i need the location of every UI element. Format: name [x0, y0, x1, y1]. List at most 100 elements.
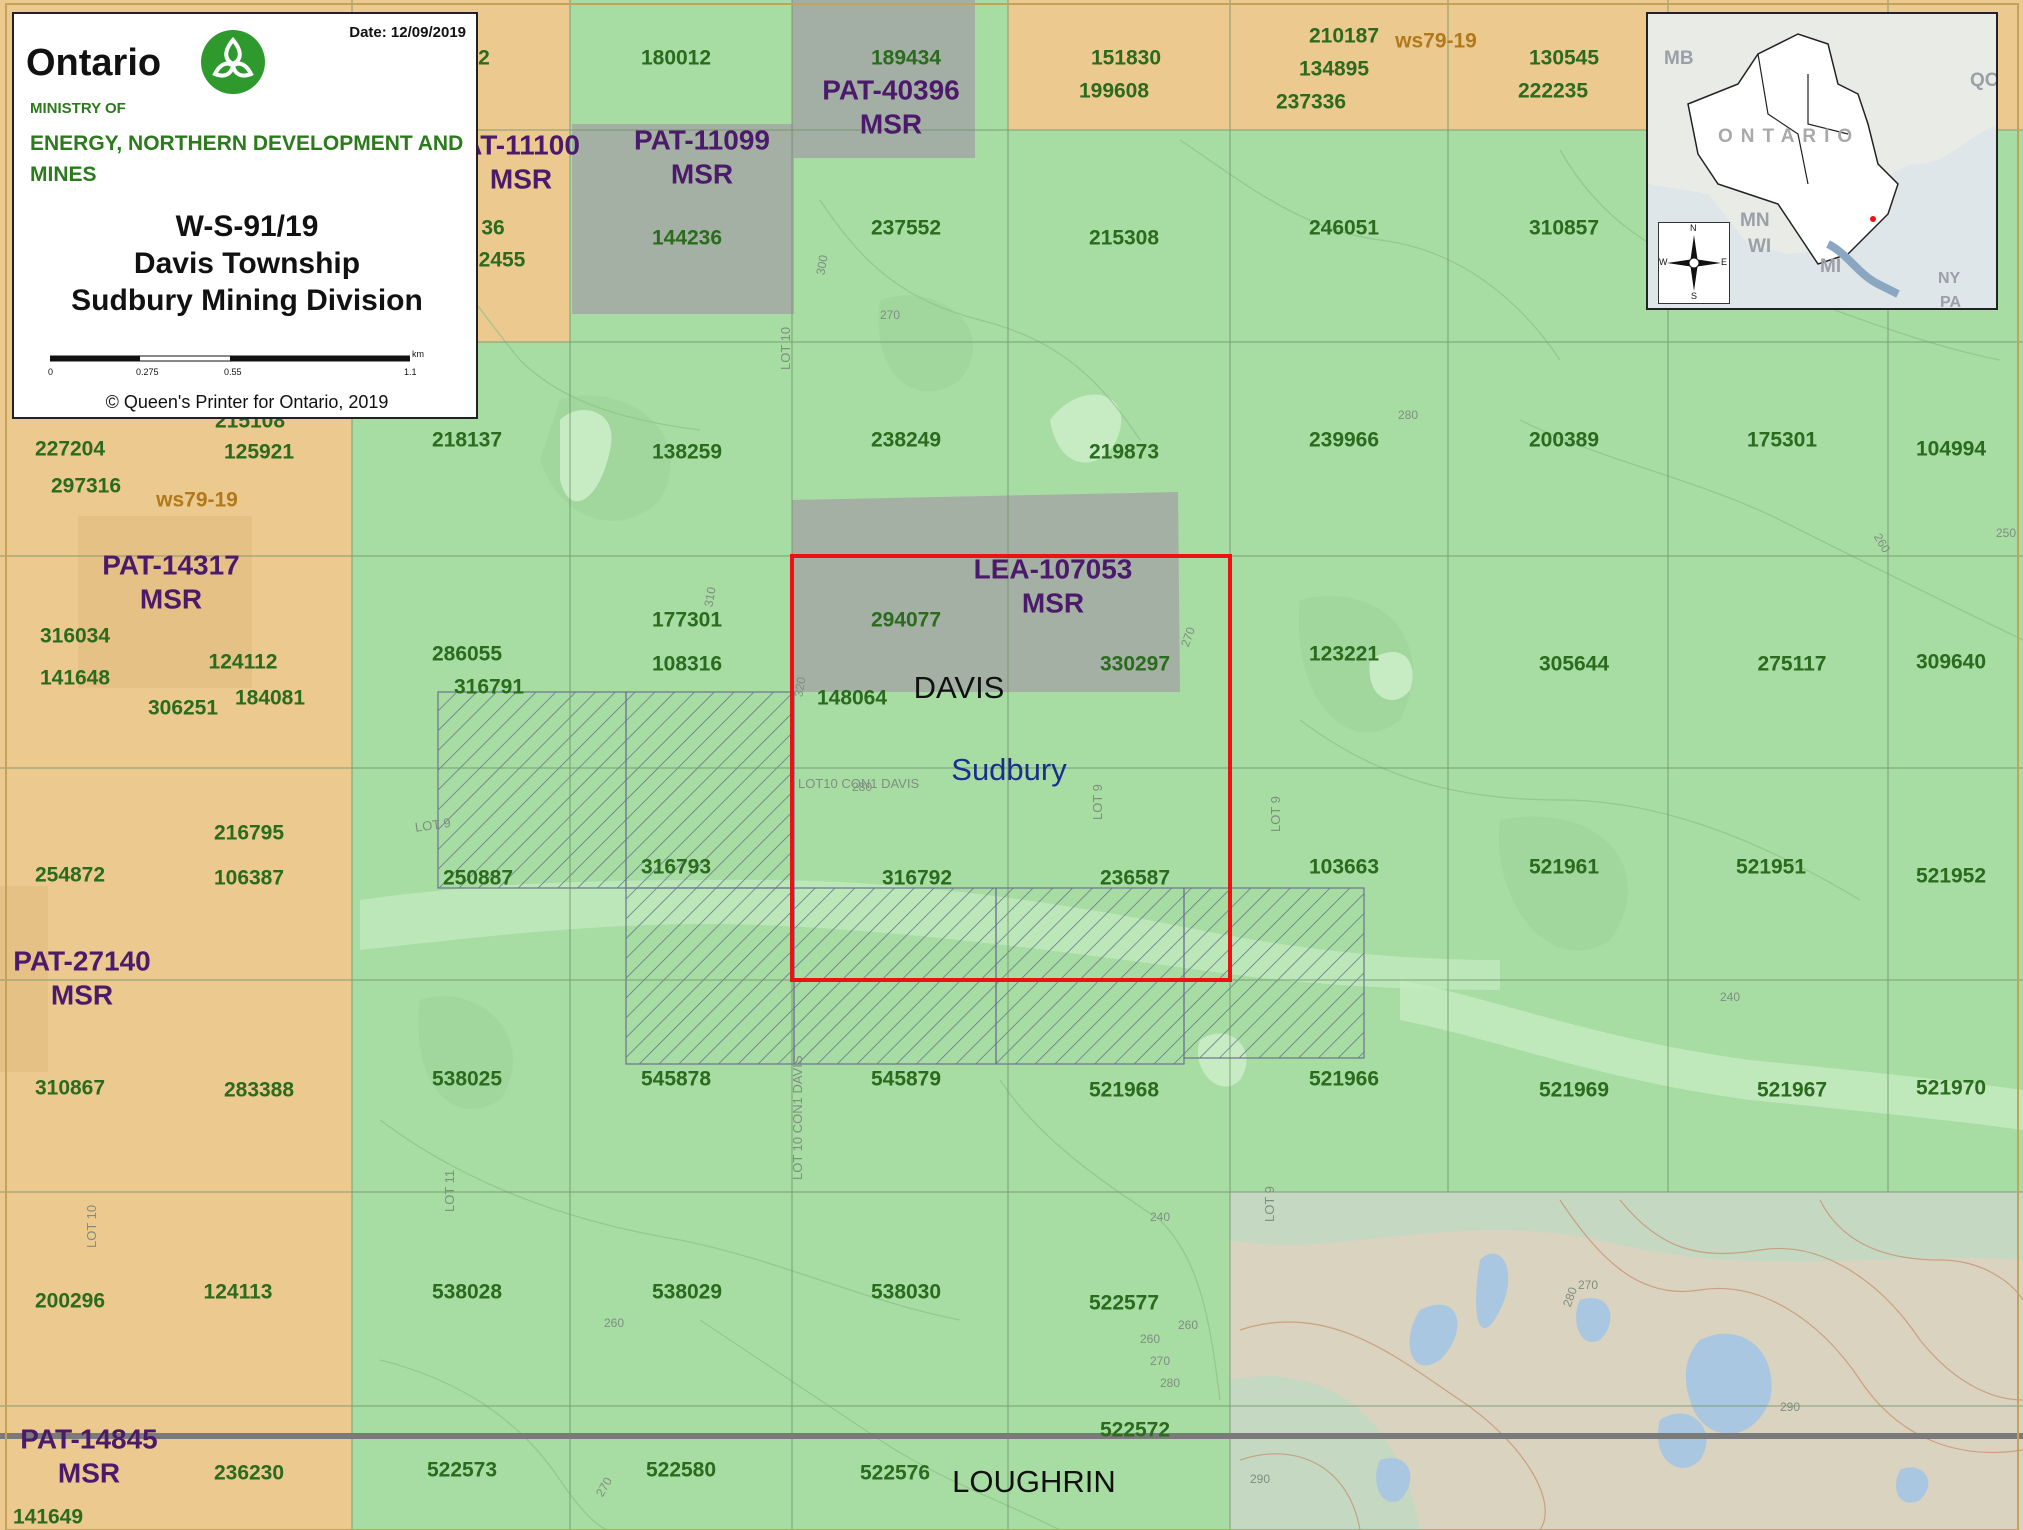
cell-number[interactable]: 216795 — [213, 821, 285, 845]
cell-number[interactable]: 227204 — [34, 437, 106, 461]
cell-number[interactable]: 175301 — [1746, 428, 1818, 452]
contour-label: 260 — [1140, 1332, 1161, 1346]
cell-number[interactable]: 236230 — [213, 1461, 285, 1485]
scale-tick: 0.275 — [136, 367, 159, 377]
cell-number[interactable]: 180012 — [640, 46, 712, 70]
cell-number[interactable]: 151830 — [1090, 46, 1162, 70]
cell-number[interactable]: 246051 — [1308, 216, 1380, 240]
cell-number[interactable]: 521968 — [1088, 1078, 1160, 1102]
cell-number[interactable]: 522573 — [426, 1458, 498, 1482]
place-loughrin: LOUGHRIN — [952, 1464, 1116, 1499]
inset-label: MN — [1740, 210, 1770, 231]
cell-number[interactable]: 2455 — [478, 248, 526, 272]
topo-contours — [1239, 1199, 2023, 1530]
cell-number[interactable]: 538030 — [870, 1280, 942, 1304]
cell-number[interactable]: 215308 — [1088, 226, 1160, 250]
cell-number[interactable]: 108316 — [651, 652, 723, 676]
cell-number[interactable]: 125921 — [223, 440, 295, 464]
cell-number[interactable]: 189434 — [870, 46, 942, 70]
cell-number[interactable]: 2 — [478, 46, 490, 70]
scale-tick: 0.55 — [224, 367, 242, 377]
cell-number[interactable]: 239966 — [1308, 428, 1380, 452]
cell-number[interactable]: 522577 — [1088, 1291, 1160, 1315]
cell-number[interactable]: 286055 — [431, 642, 503, 666]
cell-number[interactable]: 521969 — [1538, 1078, 1610, 1102]
cell-number[interactable]: 316792 — [881, 866, 953, 890]
cell-number[interactable]: 141649 — [12, 1505, 84, 1529]
cell-number[interactable]: 310867 — [34, 1076, 106, 1100]
cell-number[interactable]: 275117 — [1757, 652, 1827, 676]
cell-number[interactable]: 316793 — [640, 855, 712, 879]
cell-number[interactable]: 144236 — [651, 226, 723, 250]
compass-e: E — [1721, 257, 1728, 267]
cell-number[interactable]: 103663 — [1308, 855, 1380, 879]
cell-number[interactable]: 199608 — [1078, 79, 1150, 103]
cell-number[interactable]: 200296 — [34, 1289, 106, 1313]
cell-number[interactable]: 177301 — [651, 608, 723, 632]
cell-number[interactable]: 36 — [481, 216, 505, 240]
cell-number[interactable]: 200389 — [1528, 428, 1600, 452]
cell-number[interactable]: 237552 — [870, 216, 942, 240]
cell-number[interactable]: 521951 — [1735, 855, 1807, 879]
cell-number[interactable]: 130545 — [1528, 46, 1600, 70]
cell-number[interactable]: 522572 — [1099, 1418, 1171, 1442]
cell-number[interactable]: 218137 — [431, 428, 503, 452]
contour-label: 270 — [880, 308, 901, 322]
cell-number[interactable]: 106387 — [213, 866, 285, 890]
cell-number[interactable]: 330297 — [1099, 652, 1171, 676]
cell-number[interactable]: 521961 — [1528, 855, 1600, 879]
cell-number[interactable]: 309640 — [1915, 650, 1987, 674]
cell-number[interactable]: 538029 — [651, 1280, 723, 1304]
map-id: W-S-91/19 — [175, 210, 319, 243]
contour-label: 280 — [1398, 408, 1419, 422]
cell-number[interactable]: 236587 — [1099, 866, 1171, 890]
cell-number[interactable]: 123221 — [1308, 642, 1380, 666]
cell-number[interactable]: 250887 — [442, 866, 514, 890]
cell-number[interactable]: 222235 — [1517, 79, 1589, 103]
cell-number[interactable]: 184081 — [234, 686, 306, 710]
cell-number[interactable]: 294077 — [870, 608, 942, 632]
compass-n: N — [1690, 223, 1697, 233]
cell-number[interactable]: 138259 — [651, 440, 723, 464]
cell-number[interactable]: 538028 — [431, 1280, 503, 1304]
cell-number[interactable]: 521970 — [1915, 1076, 1987, 1100]
cell-number[interactable]: 124112 — [208, 650, 278, 674]
ontario-logo-text: Ontario — [26, 42, 162, 84]
cell-number[interactable]: 254872 — [34, 863, 106, 887]
cell-number[interactable]: 238249 — [870, 428, 942, 452]
cell-number[interactable]: 305644 — [1538, 652, 1610, 676]
cell-number[interactable]: 316034 — [39, 624, 111, 648]
cell-number[interactable]: 148064 — [816, 686, 888, 710]
cell-number[interactable]: 545879 — [870, 1067, 942, 1091]
lot-label: LOT 11 — [442, 1169, 457, 1212]
cell-number[interactable]: 104994 — [1915, 437, 1987, 461]
cell-number[interactable]: 522576 — [859, 1461, 931, 1485]
cell-number[interactable]: 545878 — [640, 1067, 712, 1091]
place-davis: DAVIS — [913, 670, 1005, 705]
inset-label: MI — [1820, 256, 1842, 277]
cell-number[interactable]: 141648 — [39, 666, 111, 690]
cell-number[interactable]: 521966 — [1308, 1067, 1380, 1091]
cell-number[interactable]: 297316 — [50, 474, 122, 498]
cell-number[interactable]: 316791 — [453, 675, 525, 699]
cell-number[interactable]: 134895 — [1298, 57, 1370, 81]
cell-number[interactable]: 310857 — [1528, 216, 1600, 240]
cell-number[interactable]: 306251 — [147, 696, 219, 720]
cell-number[interactable]: 521952 — [1915, 864, 1987, 888]
cell-number[interactable]: 210187 — [1308, 24, 1380, 48]
cell-number[interactable]: 538025 — [431, 1067, 503, 1091]
cell-number[interactable]: 237336 — [1275, 90, 1347, 114]
cell-number[interactable]: 124113 — [203, 1280, 273, 1304]
cell-number[interactable]: 522580 — [645, 1458, 717, 1482]
cell-number[interactable]: 521967 — [1756, 1078, 1828, 1102]
cell-number[interactable]: 283388 — [223, 1078, 295, 1102]
cell-number[interactable]: 219873 — [1088, 440, 1160, 464]
